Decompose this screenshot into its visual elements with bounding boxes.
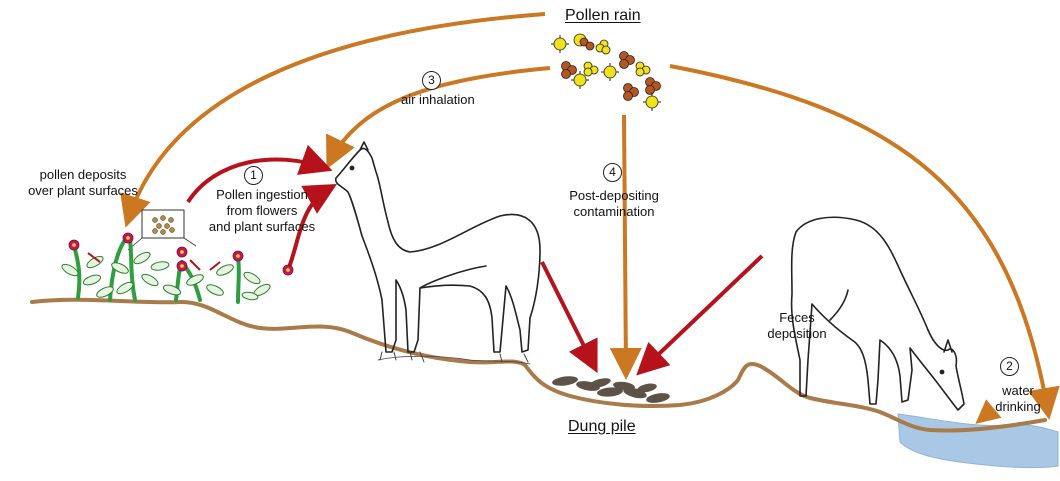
pathway-3-number: 3 <box>422 71 441 90</box>
dung-pile-pellets <box>552 375 671 405</box>
arrow-grazing-feces <box>642 256 762 370</box>
pollen-grains-cluster <box>551 34 661 111</box>
standing-llama <box>336 142 540 364</box>
pathway-4-number: 4 <box>603 163 622 182</box>
pollen-inset-box <box>128 210 196 250</box>
pathway-2-number: 2 <box>1000 357 1019 376</box>
pathway-4-label: Post-depositing contamination <box>556 188 672 220</box>
dung-pile-title: Dung pile <box>568 419 636 435</box>
pathway-3-label: air inhalation <box>401 92 475 108</box>
ground-line <box>32 300 1045 431</box>
arrow-llama-feces <box>542 262 594 366</box>
arrow-pollen-to-water <box>670 66 1048 412</box>
pathway-1-label: Pollen ingestion from flowers and plant … <box>198 187 326 235</box>
feces-deposition-label: Feces deposition <box>752 310 842 342</box>
pathway-2-label: water drinking <box>990 383 1046 415</box>
plants-and-flowers <box>60 233 293 302</box>
pollen-deposits-label: pollen deposits over plant surfaces <box>8 167 158 199</box>
arrow-pollen-to-plants <box>128 14 545 220</box>
pathway-1-number: 1 <box>244 166 263 185</box>
pollen-rain-title: Pollen rain <box>565 8 641 24</box>
arrow-pollen-to-dung <box>624 115 626 372</box>
